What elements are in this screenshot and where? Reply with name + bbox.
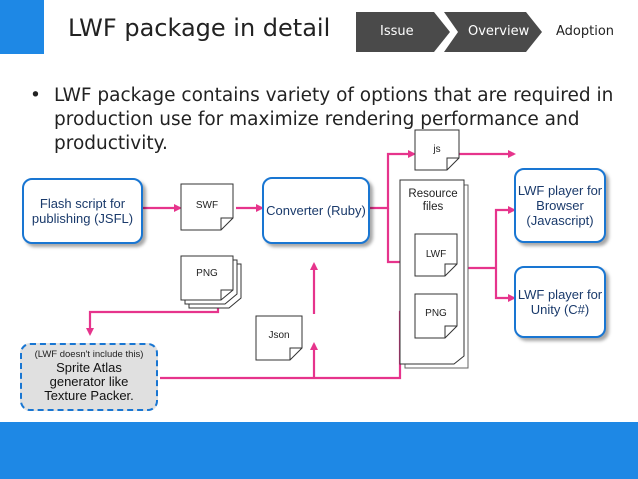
resource-files-label: Resource files — [408, 188, 458, 213]
player-unity-box: LWF player for Unity (C#) — [514, 266, 606, 338]
js-label: js — [433, 144, 441, 155]
swf-label: SWF — [195, 200, 219, 211]
nav-step-adoption-label: Adoption — [556, 24, 615, 39]
nav-step-adoption[interactable]: Adoption — [536, 12, 636, 52]
json-document-shape — [255, 315, 303, 361]
lwf-document: LWF — [414, 233, 458, 277]
nav-step-issue-shape — [356, 12, 450, 52]
json-document: Json — [255, 315, 303, 361]
bullet-text: LWF package contains variety of options … — [54, 85, 614, 154]
nav-step-overview-shape — [444, 12, 542, 52]
swf-document: SWF — [180, 183, 234, 231]
nav-step-adoption-shape — [536, 12, 636, 52]
lwf-label: LWF — [425, 249, 447, 260]
accent-square — [0, 0, 44, 54]
converter-label: Converter (Ruby) — [266, 203, 366, 218]
png-label: PNG — [196, 268, 218, 279]
player-unity-label: LWF player for Unity (C#) — [517, 287, 603, 317]
atlas-note: (LWF doesn't include this) — [34, 349, 144, 360]
png-stack-document: PNG — [180, 255, 243, 309]
page-title: LWF package in detail — [68, 14, 331, 42]
nav-step-issue[interactable]: Issue — [356, 12, 450, 52]
converter-box: Converter (Ruby) — [262, 177, 370, 244]
resource-png-label: PNG — [425, 308, 447, 319]
resource-png-shape — [414, 293, 458, 339]
nav-step-overview-label: Overview — [468, 24, 530, 39]
js-document: js — [414, 129, 460, 171]
footer-bar — [0, 422, 638, 479]
sprite-atlas-box: (LWF doesn't include this) Sprite Atlas … — [20, 343, 158, 411]
swf-document-shape — [180, 183, 234, 231]
bullet-symbol: • — [30, 85, 41, 106]
js-document-shape — [414, 129, 460, 171]
nav-step-overview[interactable]: Overview — [444, 12, 542, 52]
nav-step-issue-label: Issue — [380, 24, 414, 39]
player-browser-label: LWF player for Browser (Javascript) — [517, 183, 603, 228]
player-browser-box: LWF player for Browser (Javascript) — [514, 168, 606, 243]
resource-png-document: PNG — [414, 293, 458, 339]
flash-script-box: Flash script for publishing (JSFL) — [22, 178, 143, 244]
png-stack-shape — [180, 255, 242, 309]
json-label: Json — [268, 330, 290, 341]
atlas-title: Sprite Atlas generator like Texture Pack… — [44, 360, 134, 403]
lwf-document-shape — [414, 233, 458, 277]
flash-script-label: Flash script for publishing (JSFL) — [31, 196, 134, 226]
